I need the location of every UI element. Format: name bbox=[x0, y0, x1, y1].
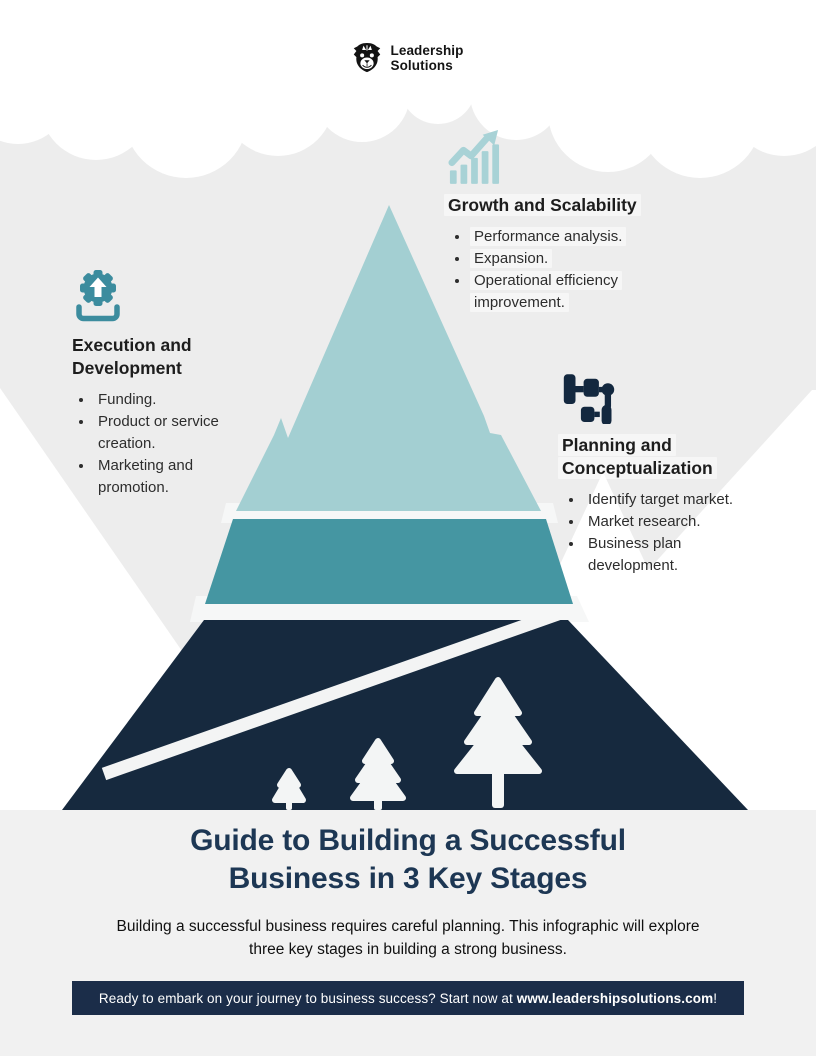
mountain-road bbox=[101, 620, 595, 781]
list-item: Product or service creation. bbox=[94, 411, 242, 455]
stage-execution-section: Execution and Development Funding. Produ… bbox=[72, 266, 262, 499]
mountain-base-layer bbox=[62, 620, 748, 810]
list-item: Funding. bbox=[94, 389, 242, 411]
list-item: Business plan development. bbox=[584, 533, 752, 577]
brand-logo: Leadership Solutions bbox=[0, 42, 816, 74]
list-item: Expansion. bbox=[470, 248, 648, 270]
stage-title: Planning and Conceptualization bbox=[558, 434, 752, 480]
mountain-peak-layer bbox=[236, 205, 541, 511]
footer-cta-bar: Ready to embark on your journey to busin… bbox=[72, 981, 744, 1015]
bullet-list: Identify target market. Market research.… bbox=[562, 489, 752, 577]
page-title-line2: Business in 3 Key Stages bbox=[228, 862, 588, 895]
list-item: Performance analysis. bbox=[470, 226, 648, 248]
workflow-icon bbox=[563, 374, 615, 424]
pine-tree-small bbox=[272, 768, 306, 810]
brand-name-line2: Solutions bbox=[390, 58, 453, 73]
website-url[interactable]: www.leadershipsolutions.com bbox=[516, 990, 714, 1006]
footer-cta-text: Ready to embark on your journey to busin… bbox=[98, 990, 718, 1006]
pine-tree-medium bbox=[350, 738, 406, 810]
list-item: Operational efficiency improvement. bbox=[470, 270, 648, 314]
gear-launch-icon bbox=[76, 270, 120, 322]
list-item: Market research. bbox=[584, 511, 752, 533]
intro-paragraph: Building a successful business requires … bbox=[116, 918, 700, 958]
mountain-scene bbox=[0, 0, 816, 810]
clouds bbox=[0, 0, 816, 178]
list-item: Marketing and promotion. bbox=[94, 455, 242, 499]
page-title-line1: Guide to Building a Successful bbox=[190, 824, 626, 857]
bullet-list: Performance analysis. Expansion. Operati… bbox=[448, 226, 648, 314]
bottom-band bbox=[0, 810, 816, 1056]
bullet-list: Funding. Product or service creation. Ma… bbox=[72, 389, 242, 499]
tiger-logo-icon bbox=[354, 43, 381, 73]
brand-name-line1: Leadership bbox=[390, 43, 464, 58]
pine-trees bbox=[272, 677, 542, 810]
pine-tree-large bbox=[454, 677, 542, 808]
stage-title: Execution and Development bbox=[72, 335, 192, 378]
stage-growth-section: Growth and Scalability Performance analy… bbox=[444, 126, 663, 314]
list-item: Identify target market. bbox=[584, 489, 752, 511]
page-title: Guide to Building a Successful Business … bbox=[0, 822, 816, 898]
mountain-middle-layer bbox=[205, 519, 573, 604]
stage-planning-section: Planning and Conceptualization Identify … bbox=[558, 366, 762, 577]
growth-chart-icon bbox=[448, 129, 500, 184]
stage-title: Growth and Scalability bbox=[444, 194, 663, 217]
